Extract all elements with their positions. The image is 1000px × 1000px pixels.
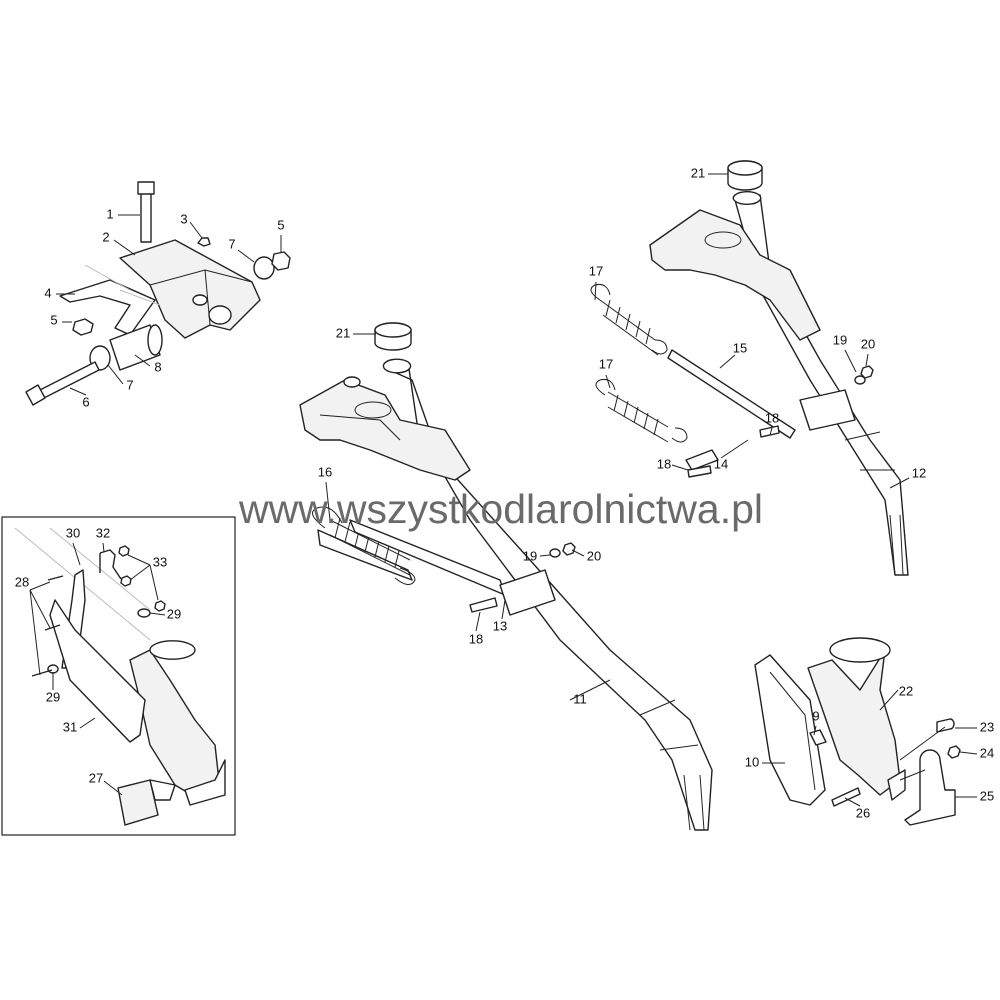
callout-31: 31	[63, 719, 77, 734]
callout-33: 33	[153, 554, 167, 569]
callout-22: 22	[899, 683, 913, 698]
handle-bracket	[299, 379, 471, 481]
spring-17b	[607, 391, 669, 443]
callout-26: 26	[856, 805, 870, 820]
callout-11: 11	[573, 691, 587, 706]
callout-12: 12	[912, 465, 926, 480]
callout-23: 23	[980, 719, 994, 734]
callout-28: 28	[15, 574, 29, 589]
callout-25: 25	[980, 788, 994, 803]
hinge-assembly	[25, 181, 291, 406]
callout-20: 20	[587, 548, 601, 563]
callout-5: 5	[277, 217, 284, 232]
callout-32: 32	[96, 525, 110, 540]
grease-nipple-3	[197, 237, 211, 247]
nuts-33	[118, 545, 166, 612]
callout-24: 24	[980, 745, 994, 760]
bolt-18	[469, 597, 498, 613]
callout-7: 7	[126, 377, 133, 392]
handle-12	[590, 160, 909, 576]
callout-20: 20	[861, 336, 875, 351]
washer-29	[137, 608, 151, 618]
callout-15: 15	[733, 340, 747, 355]
nut-24	[947, 745, 961, 759]
callout-30: 30	[66, 525, 80, 540]
spring-17a	[599, 299, 659, 356]
washer-7	[253, 256, 275, 280]
callout-9: 9	[812, 708, 819, 723]
flap-25	[904, 749, 956, 826]
callout-18: 18	[765, 410, 779, 425]
bolt-23	[936, 718, 955, 733]
cover-10	[754, 654, 826, 806]
callout-27: 27	[89, 770, 103, 785]
callout-5: 5	[50, 312, 57, 327]
nut-5b	[72, 318, 94, 336]
nut-5	[271, 251, 291, 271]
callout-17: 17	[589, 263, 603, 278]
callout-labels: 1 2 3 5 7 4 5 8 7 6 21 16 19 20 18 13 11…	[15, 165, 994, 820]
flap-27	[117, 779, 159, 826]
bolt-1	[140, 191, 152, 243]
callout-19: 19	[833, 332, 847, 347]
callout-4: 4	[44, 285, 51, 300]
watermark-text: www.wszystkodlarolnictwa.pl	[238, 486, 763, 532]
link-15	[667, 349, 796, 439]
handle-11	[299, 322, 713, 831]
callout-14: 14	[714, 456, 728, 471]
callout-21: 21	[691, 165, 705, 180]
callout-18: 18	[657, 456, 671, 471]
shield-parts	[754, 637, 961, 826]
callout-21: 21	[336, 325, 350, 340]
callout-3: 3	[180, 211, 187, 226]
link-14	[685, 449, 719, 471]
handle-bracket-right	[649, 209, 821, 341]
callout-7: 7	[228, 236, 235, 251]
callout-6: 6	[82, 394, 89, 409]
callout-8: 8	[154, 359, 161, 374]
callout-29: 29	[167, 606, 181, 621]
callout-1: 1	[106, 206, 113, 221]
callout-13: 13	[493, 618, 507, 633]
leader-lines	[29, 173, 978, 807]
callout-19: 19	[523, 548, 537, 563]
inset-frame	[1, 516, 236, 836]
bushing-8	[109, 324, 161, 371]
guard-31	[49, 599, 146, 743]
spring-16	[312, 506, 576, 616]
callout-2: 2	[102, 229, 109, 244]
callout-16: 16	[318, 464, 332, 479]
inset-chute	[129, 649, 221, 801]
callout-29: 29	[46, 689, 60, 704]
bracket-2	[119, 239, 261, 339]
callout-17: 17	[599, 356, 613, 371]
clip-32	[99, 549, 122, 580]
inset-parts	[14, 527, 226, 826]
callout-18: 18	[469, 631, 483, 646]
bolt-26	[831, 787, 861, 807]
chute-22	[807, 649, 901, 796]
callout-10: 10	[745, 754, 759, 769]
